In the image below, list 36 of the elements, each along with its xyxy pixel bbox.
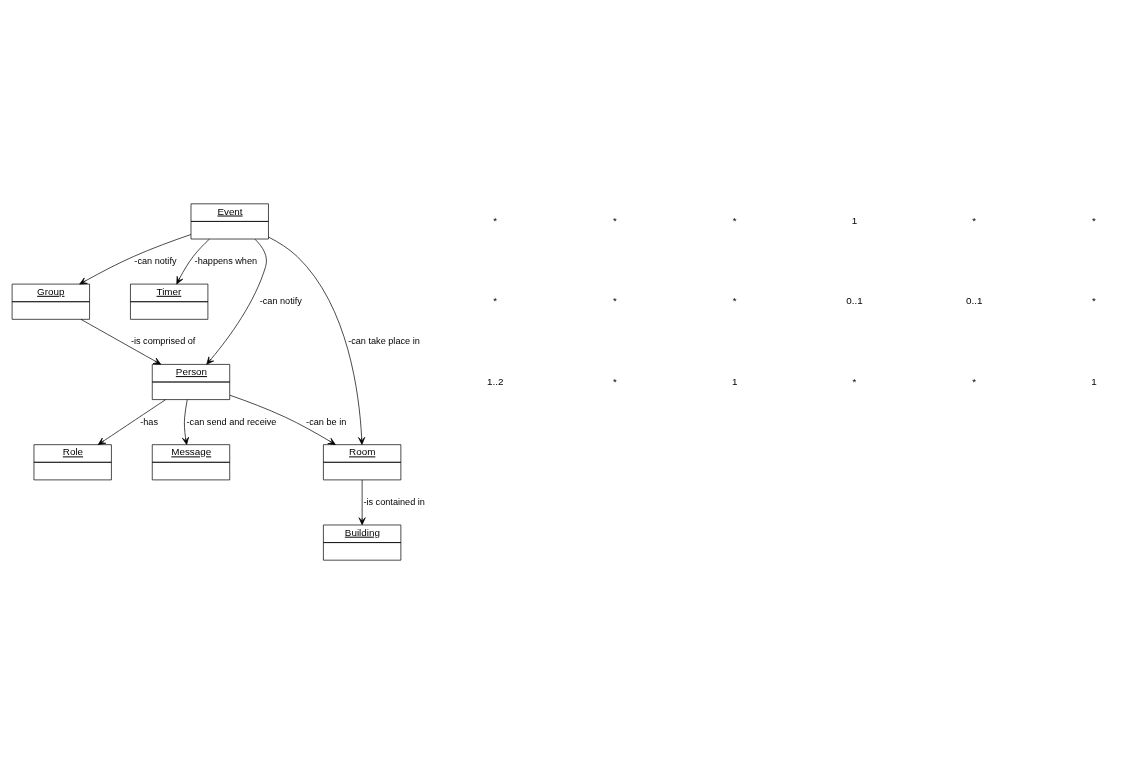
label: 0..1 [965, 294, 983, 306]
arrow [206, 238, 267, 365]
label: 1..2 [487, 375, 504, 387]
label: 1 [731, 375, 738, 387]
arrow [79, 233, 192, 284]
label: 1 [1091, 375, 1097, 387]
edge-label: -can take place in [348, 335, 420, 346]
edge-label: -is contained in [363, 496, 425, 507]
label: * [613, 375, 617, 387]
edge-label: -can notify [134, 255, 177, 266]
edge-label: -happens when [194, 255, 258, 266]
arrow [176, 238, 210, 284]
arrow [182, 398, 189, 445]
arrow [97, 398, 166, 445]
edge-label: -can be in [306, 416, 347, 427]
edge-label: -has [140, 416, 158, 427]
arrow [229, 394, 336, 445]
label: * [1091, 214, 1096, 226]
edge-label: -can notify [259, 295, 302, 306]
label: * [972, 214, 977, 226]
edge-label: -can send and receive [186, 416, 277, 427]
label: * [732, 214, 737, 226]
label: * [852, 375, 857, 387]
edge-label: -is comprised of [130, 335, 196, 346]
arrow [358, 479, 366, 525]
label: * [1091, 294, 1096, 306]
label: * [613, 294, 617, 306]
label: 1 [851, 214, 858, 226]
label: * [972, 375, 977, 387]
label: * [493, 214, 498, 226]
label: * [613, 214, 617, 226]
arrow [268, 236, 366, 445]
label: * [493, 294, 498, 306]
label: * [732, 294, 737, 306]
arrow [80, 318, 162, 365]
label: 0..1 [846, 294, 863, 306]
